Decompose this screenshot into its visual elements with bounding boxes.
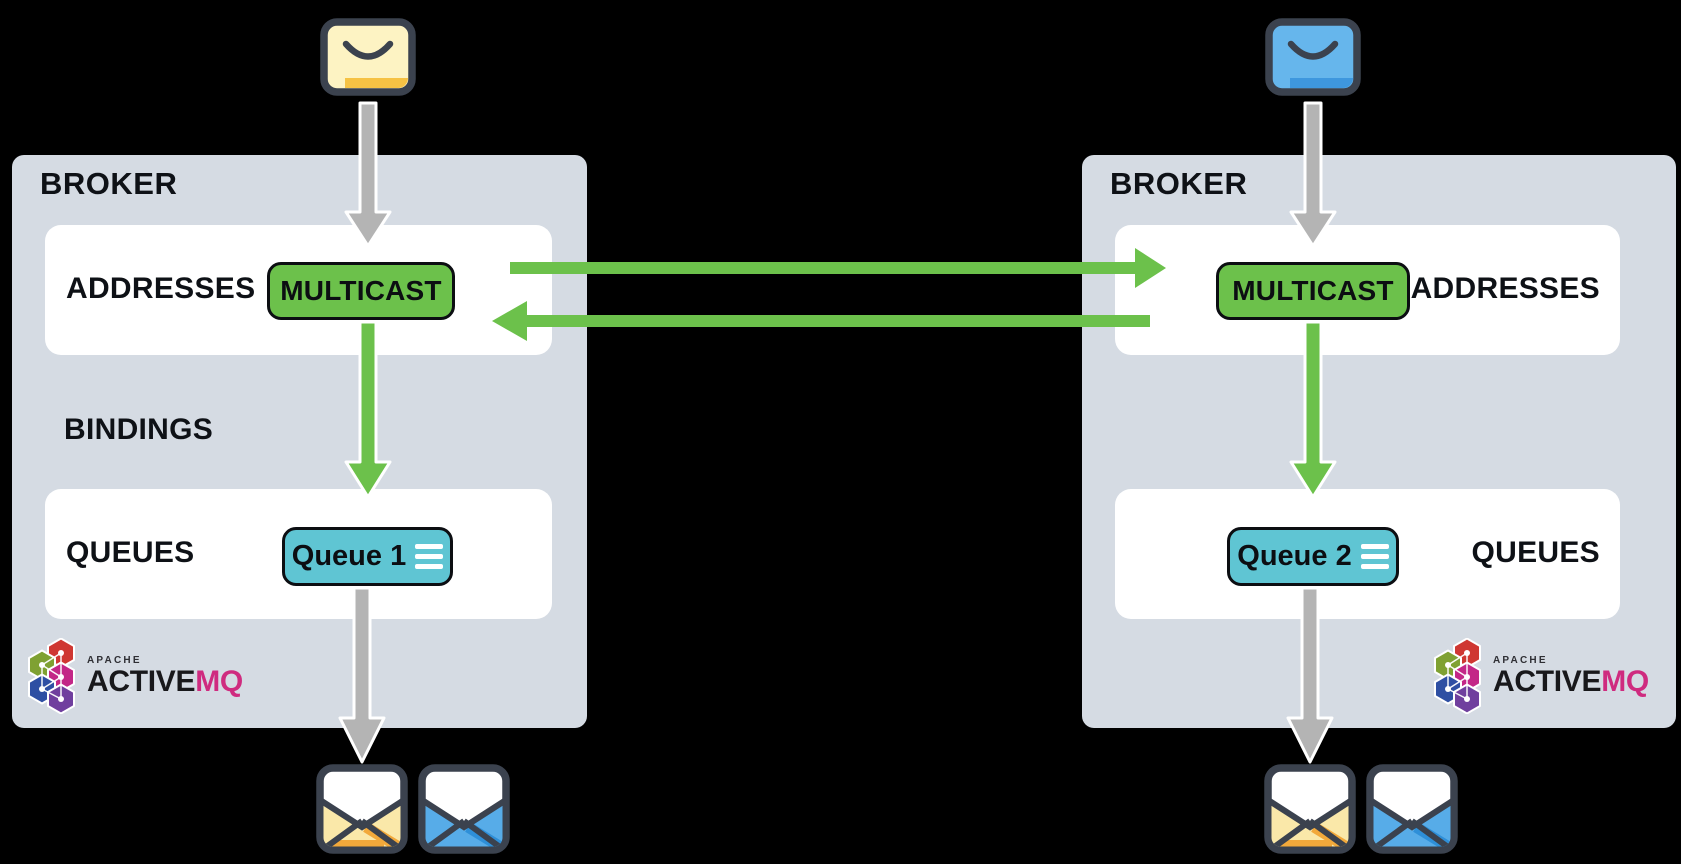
logo-mq-text: MQ <box>1601 665 1649 698</box>
arrow-left-to-right-federation <box>510 248 1166 288</box>
open-envelope-blue-icon <box>418 764 510 854</box>
activemq-hexagon-cluster-icon <box>28 638 75 714</box>
logo-mq-text: MQ <box>195 665 243 698</box>
list-lines-icon <box>1360 543 1389 570</box>
right-multicast-badge: MULTICAST <box>1216 262 1410 320</box>
right-multicast-label: MULTICAST <box>1232 275 1394 306</box>
left-queue-label: Queue 1 <box>291 540 407 572</box>
closed-envelope-yellow-icon <box>320 18 416 96</box>
left-broker-title: BROKER <box>40 166 178 201</box>
right-activemq-logo: APACHE ACTIVEMQ <box>1434 638 1649 714</box>
logo-apache-text: APACHE <box>1493 655 1548 666</box>
left-bindings-label: BINDINGS <box>64 413 214 446</box>
left-multicast-badge: MULTICAST <box>267 262 455 320</box>
logo-active-text: ACTIVE <box>87 665 196 698</box>
open-envelope-yellow-icon <box>316 764 408 854</box>
logo-apache-text: APACHE <box>87 655 142 666</box>
right-queues-label: QUEUES <box>1471 536 1600 569</box>
list-lines-icon <box>415 543 444 570</box>
right-broker-title: BROKER <box>1110 166 1248 201</box>
closed-envelope-blue-icon <box>1265 18 1361 96</box>
open-envelope-yellow-icon <box>1264 764 1356 854</box>
left-addresses-label: ADDRESSES <box>66 272 256 305</box>
open-envelope-blue-icon <box>1366 764 1458 854</box>
right-queue-label: Queue 2 <box>1237 540 1352 572</box>
left-multicast-label: MULTICAST <box>280 275 442 306</box>
right-queue-badge: Queue 2 <box>1227 527 1399 586</box>
right-addresses-label: ADDRESSES <box>1410 272 1600 305</box>
left-queue-badge: Queue 1 <box>282 527 453 586</box>
arrow-right-to-left-federation <box>492 301 1150 341</box>
activemq-hexagon-cluster-icon <box>1434 638 1481 714</box>
logo-active-text: ACTIVE <box>1493 665 1602 698</box>
left-activemq-logo: APACHE ACTIVEMQ <box>28 638 243 714</box>
left-queues-label: QUEUES <box>66 536 195 569</box>
